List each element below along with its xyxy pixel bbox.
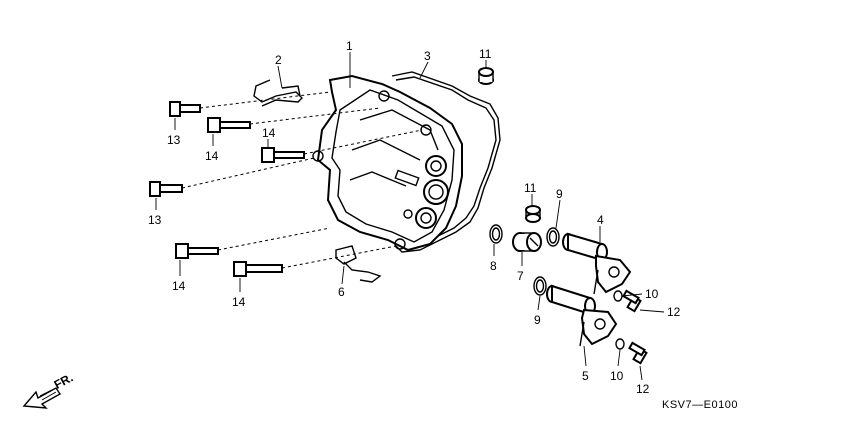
dowel-part-11-upper — [478, 67, 494, 85]
callout-4: 4 — [597, 213, 604, 227]
callout-13-upper: 13 — [167, 133, 181, 147]
o-ring-part-8 — [489, 224, 503, 244]
bolt-13-lower — [149, 157, 315, 197]
callout-5: 5 — [582, 369, 589, 383]
o-ring-part-9-upper — [546, 227, 560, 247]
callout-9-upper: 9 — [556, 187, 563, 201]
bolt-14-c — [175, 227, 331, 259]
callout-6: 6 — [338, 285, 345, 299]
shaft-arm-part-4 — [562, 232, 632, 295]
front-direction-arrow-icon — [22, 387, 62, 409]
callout-2: 2 — [275, 53, 282, 67]
shaft-arm-part-5 — [546, 284, 618, 347]
o-ring-part-9-lower — [533, 276, 547, 296]
callout-8: 8 — [490, 259, 497, 273]
callout-14-a: 14 — [205, 149, 219, 163]
callout-7: 7 — [517, 269, 524, 283]
plug-part-7 — [512, 232, 542, 252]
callout-9-lower: 9 — [534, 313, 541, 327]
cover-part-1 — [312, 74, 463, 252]
bolt-14-d — [233, 245, 397, 277]
callout-11-lower: 11 — [524, 181, 537, 195]
callout-11-upper: 11 — [479, 47, 492, 61]
callout-13-lower: 13 — [148, 213, 162, 227]
callout-14-b: 14 — [262, 126, 276, 140]
bolt-14-a — [207, 107, 381, 133]
callout-14-c: 14 — [172, 279, 186, 293]
callout-14-d: 14 — [232, 295, 246, 309]
callout-1: 1 — [346, 39, 353, 53]
diagram-code: KSV7—E0100 — [662, 399, 738, 411]
dowel-part-11-lower — [525, 205, 541, 223]
clip-part-2 — [253, 79, 303, 107]
bolt-part-12-lower — [628, 341, 648, 365]
washer-part-10-upper — [613, 290, 623, 302]
washer-part-10-lower — [615, 338, 625, 350]
bolt-part-12-upper — [622, 289, 642, 313]
clip-part-6 — [335, 245, 382, 283]
callout-12-lower: 12 — [636, 382, 650, 396]
callout-10-upper: 10 — [645, 287, 659, 301]
callout-3: 3 — [424, 49, 431, 63]
callout-12-upper: 12 — [667, 305, 681, 319]
bolt-13-upper — [169, 91, 331, 117]
callout-10-lower: 10 — [610, 369, 624, 383]
